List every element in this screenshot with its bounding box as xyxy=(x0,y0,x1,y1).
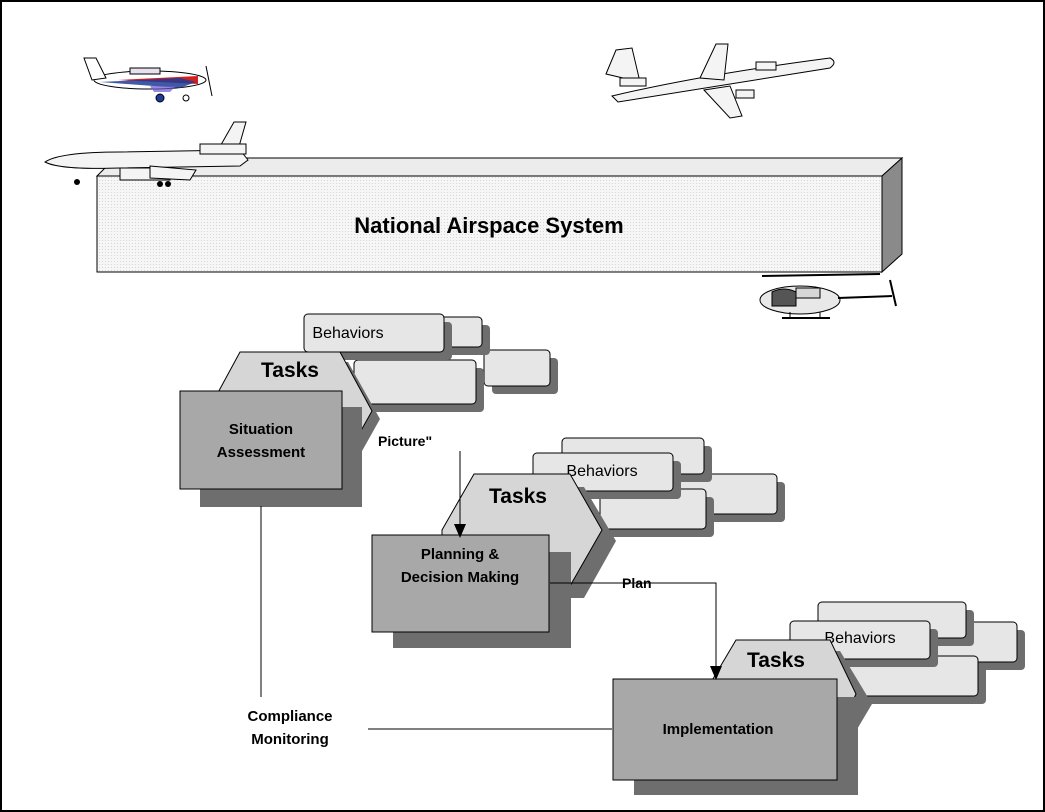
stage-planning-decision: Behaviors Tasks Planning & Decision Maki… xyxy=(371,437,785,648)
connectors: Picture" Plan Compliance Monitoring xyxy=(247,433,722,748)
compliance-label-line2: Monitoring xyxy=(251,731,328,748)
implementation-box xyxy=(612,678,838,781)
behaviors-label: Behaviors xyxy=(312,325,383,342)
picture-label: Picture" xyxy=(378,433,432,449)
stage-situation-assessment: Behaviors Tasks Situation Assessment xyxy=(179,313,558,507)
planning-decision-box xyxy=(371,534,550,633)
plan-arrow-line xyxy=(550,582,717,668)
tasks-label: Tasks xyxy=(489,485,547,508)
plan-arrowhead xyxy=(710,666,722,680)
planning-line1: Planning & xyxy=(421,546,500,563)
behaviors-label: Behaviors xyxy=(824,630,895,647)
banner-title: National Airspace System xyxy=(354,213,623,238)
tasks-label: Tasks xyxy=(747,649,805,672)
small-plane-icon xyxy=(83,57,213,103)
stage-implementation: Behaviors Tasks Implementation xyxy=(612,601,1025,795)
banner-side-face xyxy=(881,156,903,274)
implementation-label: Implementation xyxy=(663,721,774,738)
jet-landing-icon xyxy=(44,121,249,187)
behaviors-card xyxy=(303,313,445,353)
banner-front-face xyxy=(96,175,883,273)
behavior-card xyxy=(353,359,477,405)
situation-line1: Situation xyxy=(229,421,293,438)
picture-arrowhead xyxy=(454,524,466,538)
behavior-card xyxy=(483,349,551,387)
situation-line2: Assessment xyxy=(217,444,305,461)
helicopter-icon xyxy=(759,273,897,319)
jet-climbing-icon xyxy=(605,43,835,119)
tasks-label: Tasks xyxy=(261,359,319,382)
behaviors-label: Behaviors xyxy=(566,463,637,480)
airspace-banner: National Airspace System xyxy=(95,156,904,274)
situation-assessment-box xyxy=(179,390,343,490)
plan-label: Plan xyxy=(622,575,652,591)
planning-line2: Decision Making xyxy=(401,569,519,586)
compliance-label-line1: Compliance xyxy=(247,708,332,725)
